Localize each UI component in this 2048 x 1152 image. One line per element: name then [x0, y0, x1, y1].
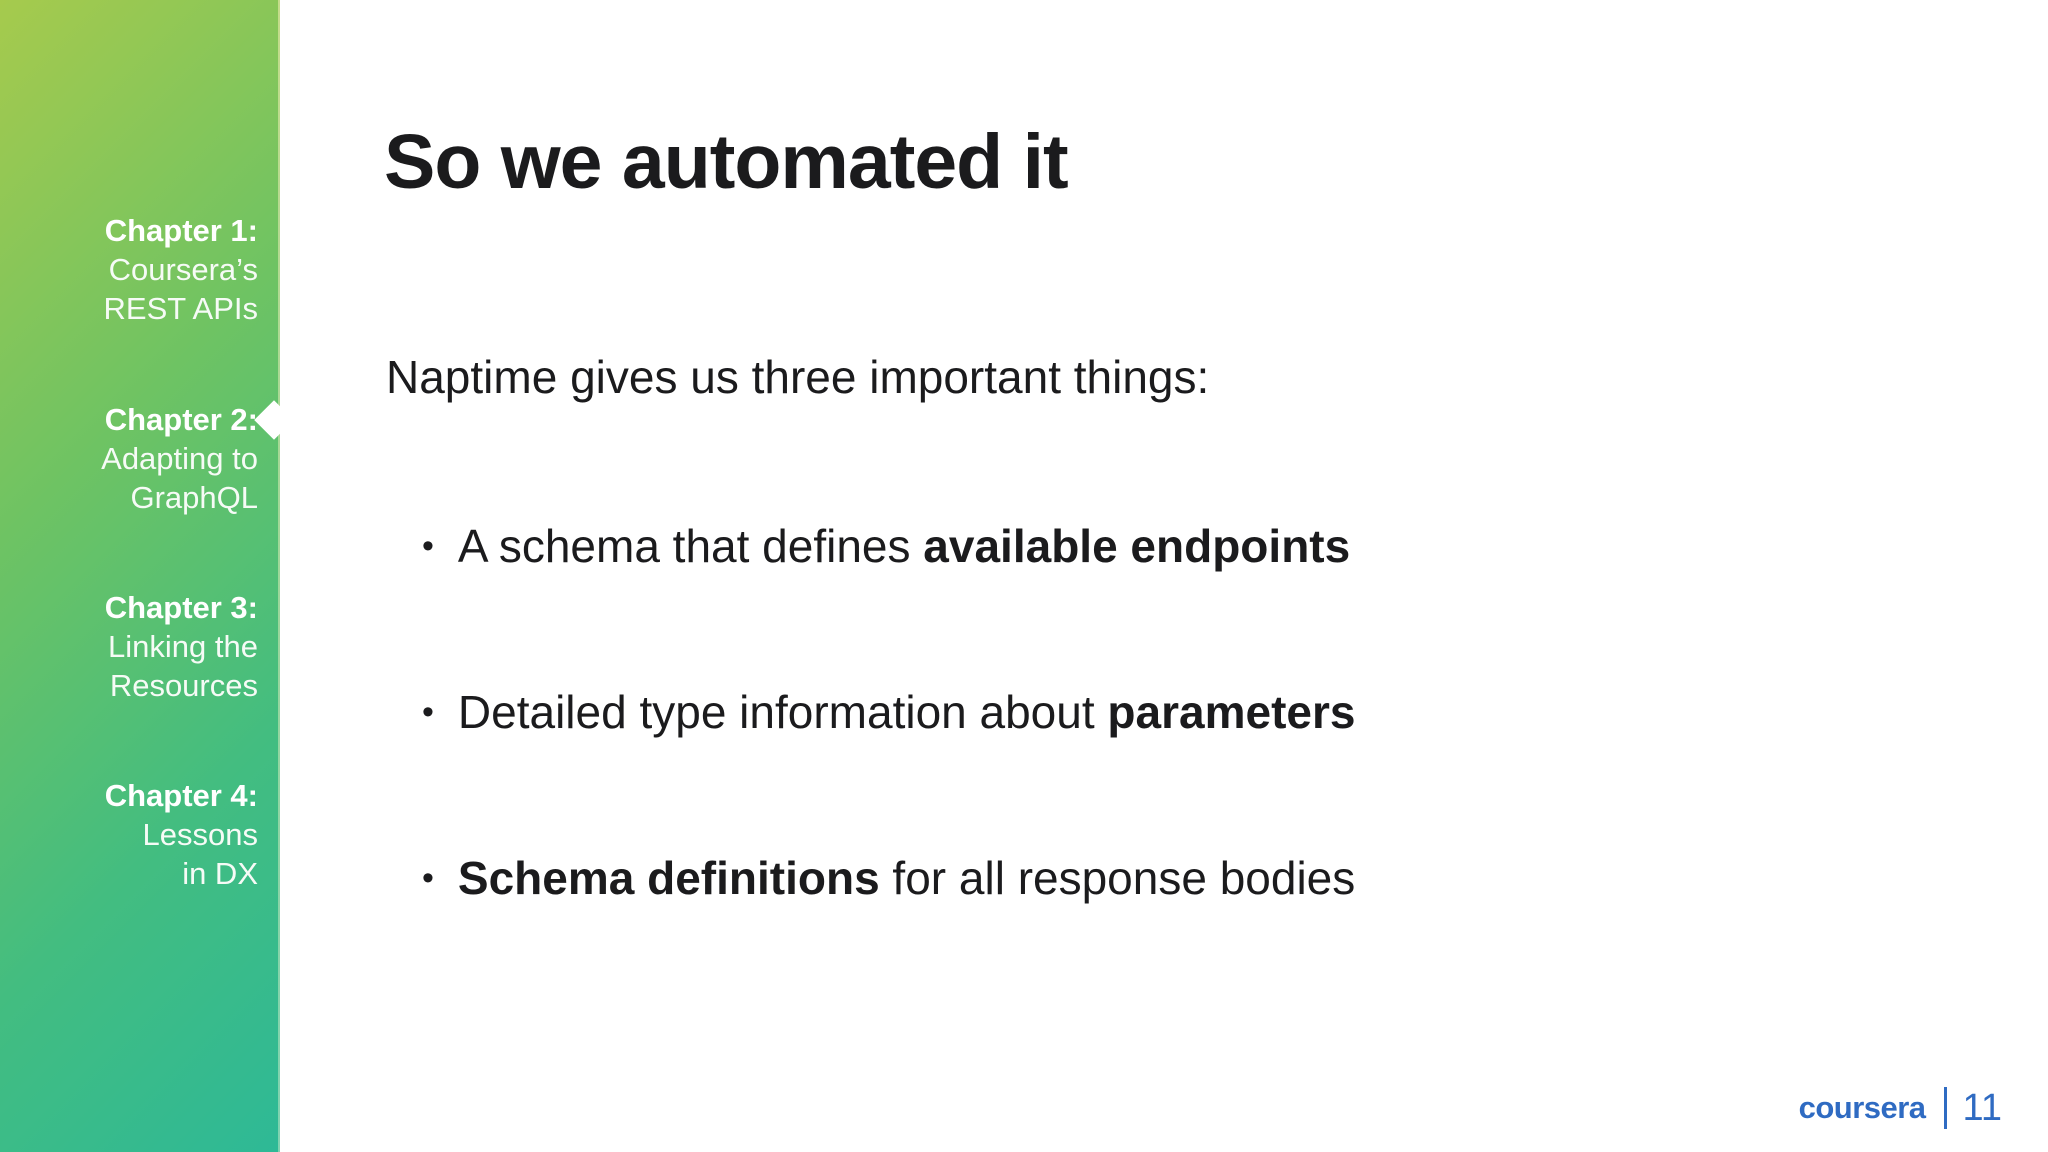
sidebar-item-chapter-4[interactable]: Chapter 4: Lessons in DX	[0, 776, 280, 893]
page-number: 11	[1962, 1086, 2002, 1129]
chapter-line: Adapting to	[101, 441, 258, 476]
slide-footer: coursera 11	[1799, 1082, 2002, 1134]
bullet-item: • Schema definitions for all response bo…	[422, 849, 1355, 907]
chapter-line: in DX	[182, 856, 258, 891]
coursera-logo: coursera	[1798, 1090, 1926, 1125]
footer-divider	[1943, 1087, 1947, 1129]
chapter-line: Linking the	[108, 629, 258, 664]
intro-text: Naptime gives us three important things:	[386, 351, 1210, 403]
bullet-item: • A schema that defines available endpoi…	[422, 517, 1350, 575]
chapter-line: REST APIs	[103, 291, 259, 326]
bullet-icon: •	[422, 693, 434, 731]
chapter-nav-sidebar: Chapter 1: Coursera’s REST APIs Chapter …	[0, 0, 294, 1152]
chapter-label: Chapter 1:	[104, 213, 258, 248]
bullet-text: A schema that defines available endpoint…	[457, 520, 1351, 572]
sidebar-item-chapter-1[interactable]: Chapter 1: Coursera’s REST APIs	[0, 211, 280, 328]
page-title: So we automated it	[384, 119, 1069, 205]
bullet-icon: •	[422, 527, 434, 565]
chapter-line: GraphQL	[130, 480, 258, 515]
chapter-label: Chapter 3:	[104, 590, 258, 625]
bullet-item: • Detailed type information about parame…	[422, 683, 1355, 741]
chapter-line: Lessons	[142, 817, 258, 852]
chapter-line: Coursera’s	[108, 252, 258, 287]
bullet-text: Detailed type information about paramete…	[457, 686, 1356, 738]
sidebar-item-chapter-2[interactable]: Chapter 2: Adapting to GraphQL	[0, 400, 280, 517]
chapter-line: Resources	[109, 668, 258, 703]
bullet-text: Schema definitions for all response bodi…	[457, 852, 1356, 904]
bullet-icon: •	[422, 859, 434, 897]
chapter-label: Chapter 2:	[104, 402, 258, 437]
chapter-label: Chapter 4:	[104, 778, 258, 813]
sidebar-item-chapter-3[interactable]: Chapter 3: Linking the Resources	[0, 588, 280, 705]
